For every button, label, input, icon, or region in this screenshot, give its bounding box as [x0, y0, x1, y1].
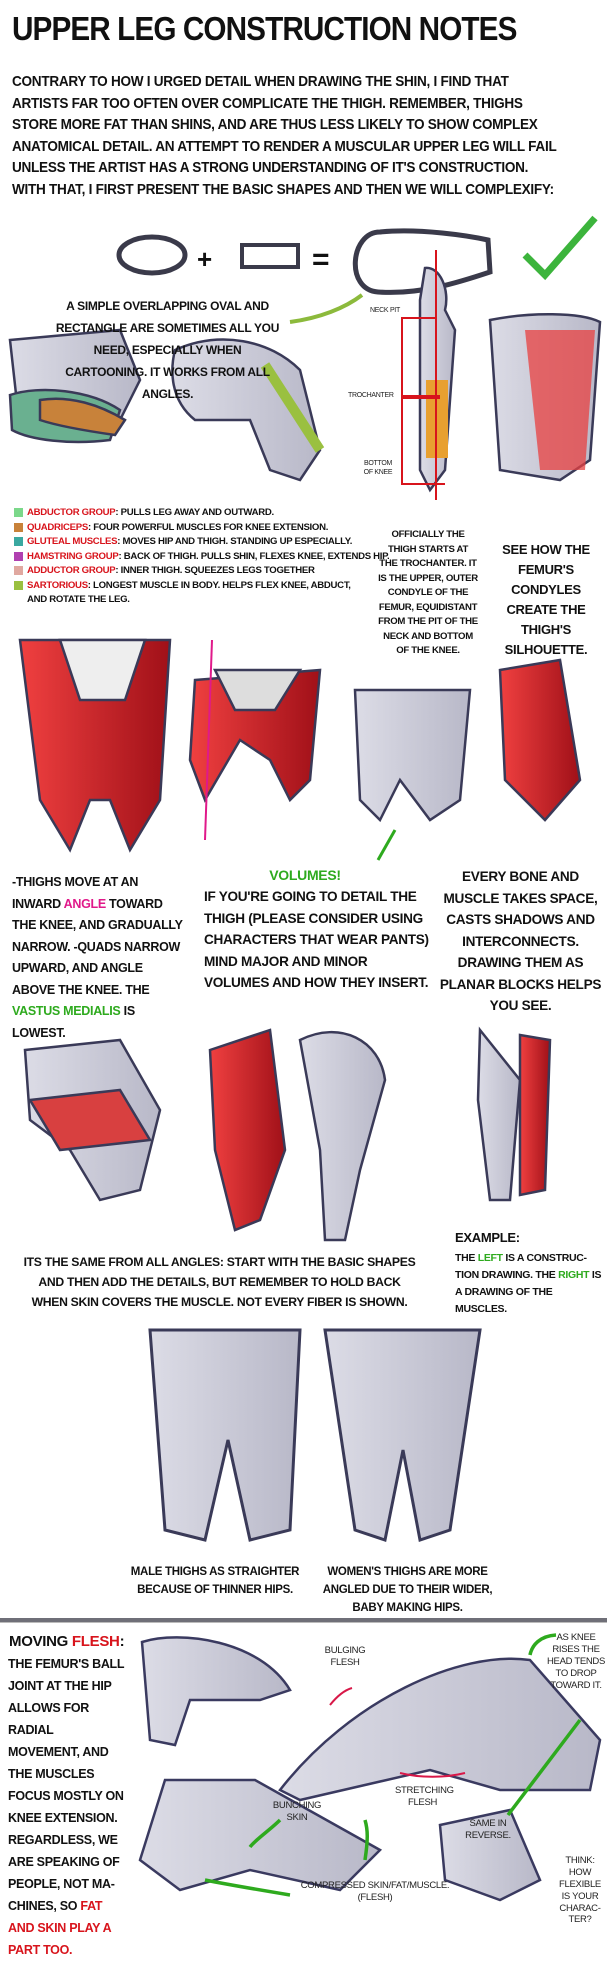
legend-item: Sartorious: Longest muscle in body. Help…: [14, 579, 389, 608]
label-trochanter: Trochanter: [348, 392, 394, 399]
angles-note: Its the same from all angles: start with…: [23, 1255, 416, 1309]
arrow-icon: [289, 293, 364, 324]
label-neck-pit: Neck pit: [370, 307, 400, 314]
arrow-icon: [376, 829, 397, 861]
label-stretching-flesh: Stretching flesh: [395, 1785, 454, 1808]
volumes-heading: Volumes!: [269, 867, 341, 883]
label-compressed-flesh: Compressed skin/fat/muscle. (flesh): [300, 1880, 450, 1903]
label-think-flexible: Think: how flexible is your charac-ter?: [559, 1855, 601, 1926]
flesh-arrows: [204, 1633, 582, 1897]
page-title: Upper Leg Construction Notes: [12, 10, 517, 47]
label-bottom-of-knee: Bottom of knee: [363, 460, 393, 476]
moving-flesh-heading: Moving flesh:: [9, 1633, 125, 1650]
section-divider: [0, 1618, 607, 1623]
thigh-sketches-row-2: [18, 638, 582, 853]
trochanter-measure-lines: [401, 250, 445, 500]
label-bulging-flesh: Bulging flesh: [324, 1645, 366, 1668]
angle-guide-line: [204, 639, 213, 841]
volumes-note: If you're going to detail the thigh (ple…: [204, 889, 429, 990]
illustrations: [8, 215, 602, 1902]
moving-flesh-note: The femur's ball joint at the hip allows…: [8, 1657, 124, 1957]
label-knee-rises: As knee rises the head tends to drop tow…: [546, 1632, 606, 1691]
legend-item: Hamstring group: Back of thigh. Pulls sh…: [14, 550, 390, 565]
legend-item: Quadriceps: Four powerful muscles for kn…: [14, 521, 389, 536]
legend-swatch: [14, 551, 23, 561]
rectangle-shape: [240, 243, 300, 269]
angle-note: -Thighs move at an inward angle toward t…: [12, 875, 183, 1040]
thigh-sketches-row-3: [23, 1026, 552, 1242]
legend-swatch: [14, 508, 23, 517]
trochanter-note: Officially the thigh starts at the troch…: [378, 529, 478, 656]
legend-item: Adductor group: Inner thigh. Squeezes le…: [14, 564, 389, 579]
bone-note: Every bone and muscle takes space, casts…: [439, 869, 602, 1013]
condyles-note: See how the femur's condyles create the …: [502, 542, 590, 657]
example-note: The left is a construc-tion drawing. The…: [455, 1252, 602, 1315]
label-bunching-skin: Bunching skin: [272, 1800, 322, 1823]
legend-swatch: [14, 537, 23, 546]
simple-shapes-caption: A simple overlapping oval and rectangle …: [55, 299, 280, 401]
female-caption: Women's thighs are more angled due to th…: [322, 1566, 493, 1614]
checkmark-icon: [522, 215, 598, 281]
oval-shape: [116, 234, 188, 276]
muscle-legend: Abductor group: Pulls leg away and outwa…: [14, 506, 390, 608]
label-same-in-reverse: Same in reverse.: [465, 1818, 511, 1841]
legend-swatch: [14, 522, 23, 532]
plus-sign: +: [197, 244, 212, 274]
legend-item: Abductor group: Pulls leg away and outwa…: [14, 506, 389, 521]
legend-swatch: [14, 566, 23, 575]
legend-swatch: [14, 580, 23, 590]
legend-item: Gluteal muscles: Moves hip and thigh. St…: [14, 535, 389, 550]
basic-shapes-diagram: [116, 215, 598, 295]
male-female-thighs: [148, 1328, 482, 1542]
example-heading: Example:: [455, 1230, 520, 1245]
thigh-sketches-row-1: [8, 266, 602, 493]
flexibility-sketches: [138, 1636, 602, 1902]
male-caption: Male thighs as straighter because of thi…: [130, 1566, 300, 1596]
equals-sign: =: [312, 243, 330, 276]
intro-paragraph: Contrary to how I urged detail when draw…: [12, 74, 557, 198]
